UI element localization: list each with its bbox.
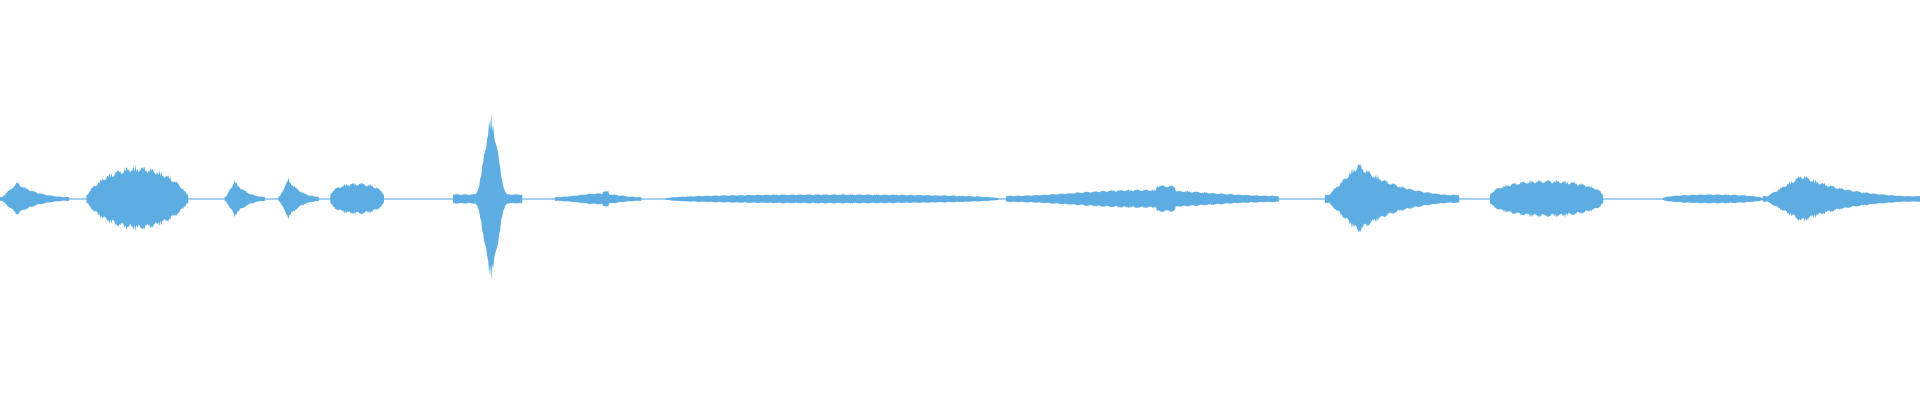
waveform-segment-11 (1489, 179, 1604, 218)
waveform-segment-9 (1006, 184, 1279, 213)
waveform-segment-4 (278, 177, 319, 220)
waveform-segment-10 (1324, 163, 1460, 233)
waveform-segment-6 (453, 113, 523, 281)
waveform-segment-8 (666, 194, 999, 204)
waveform-segment-7 (554, 190, 642, 208)
waveform-segment-12 (1662, 194, 1763, 204)
waveform-segment-2 (86, 165, 189, 231)
waveform-segment-5 (330, 182, 384, 215)
waveform-segment-3 (224, 180, 265, 218)
waveform-segment-1 (0, 182, 70, 215)
waveform-segments (0, 113, 1920, 281)
waveform-segment-13 (1762, 175, 1920, 221)
